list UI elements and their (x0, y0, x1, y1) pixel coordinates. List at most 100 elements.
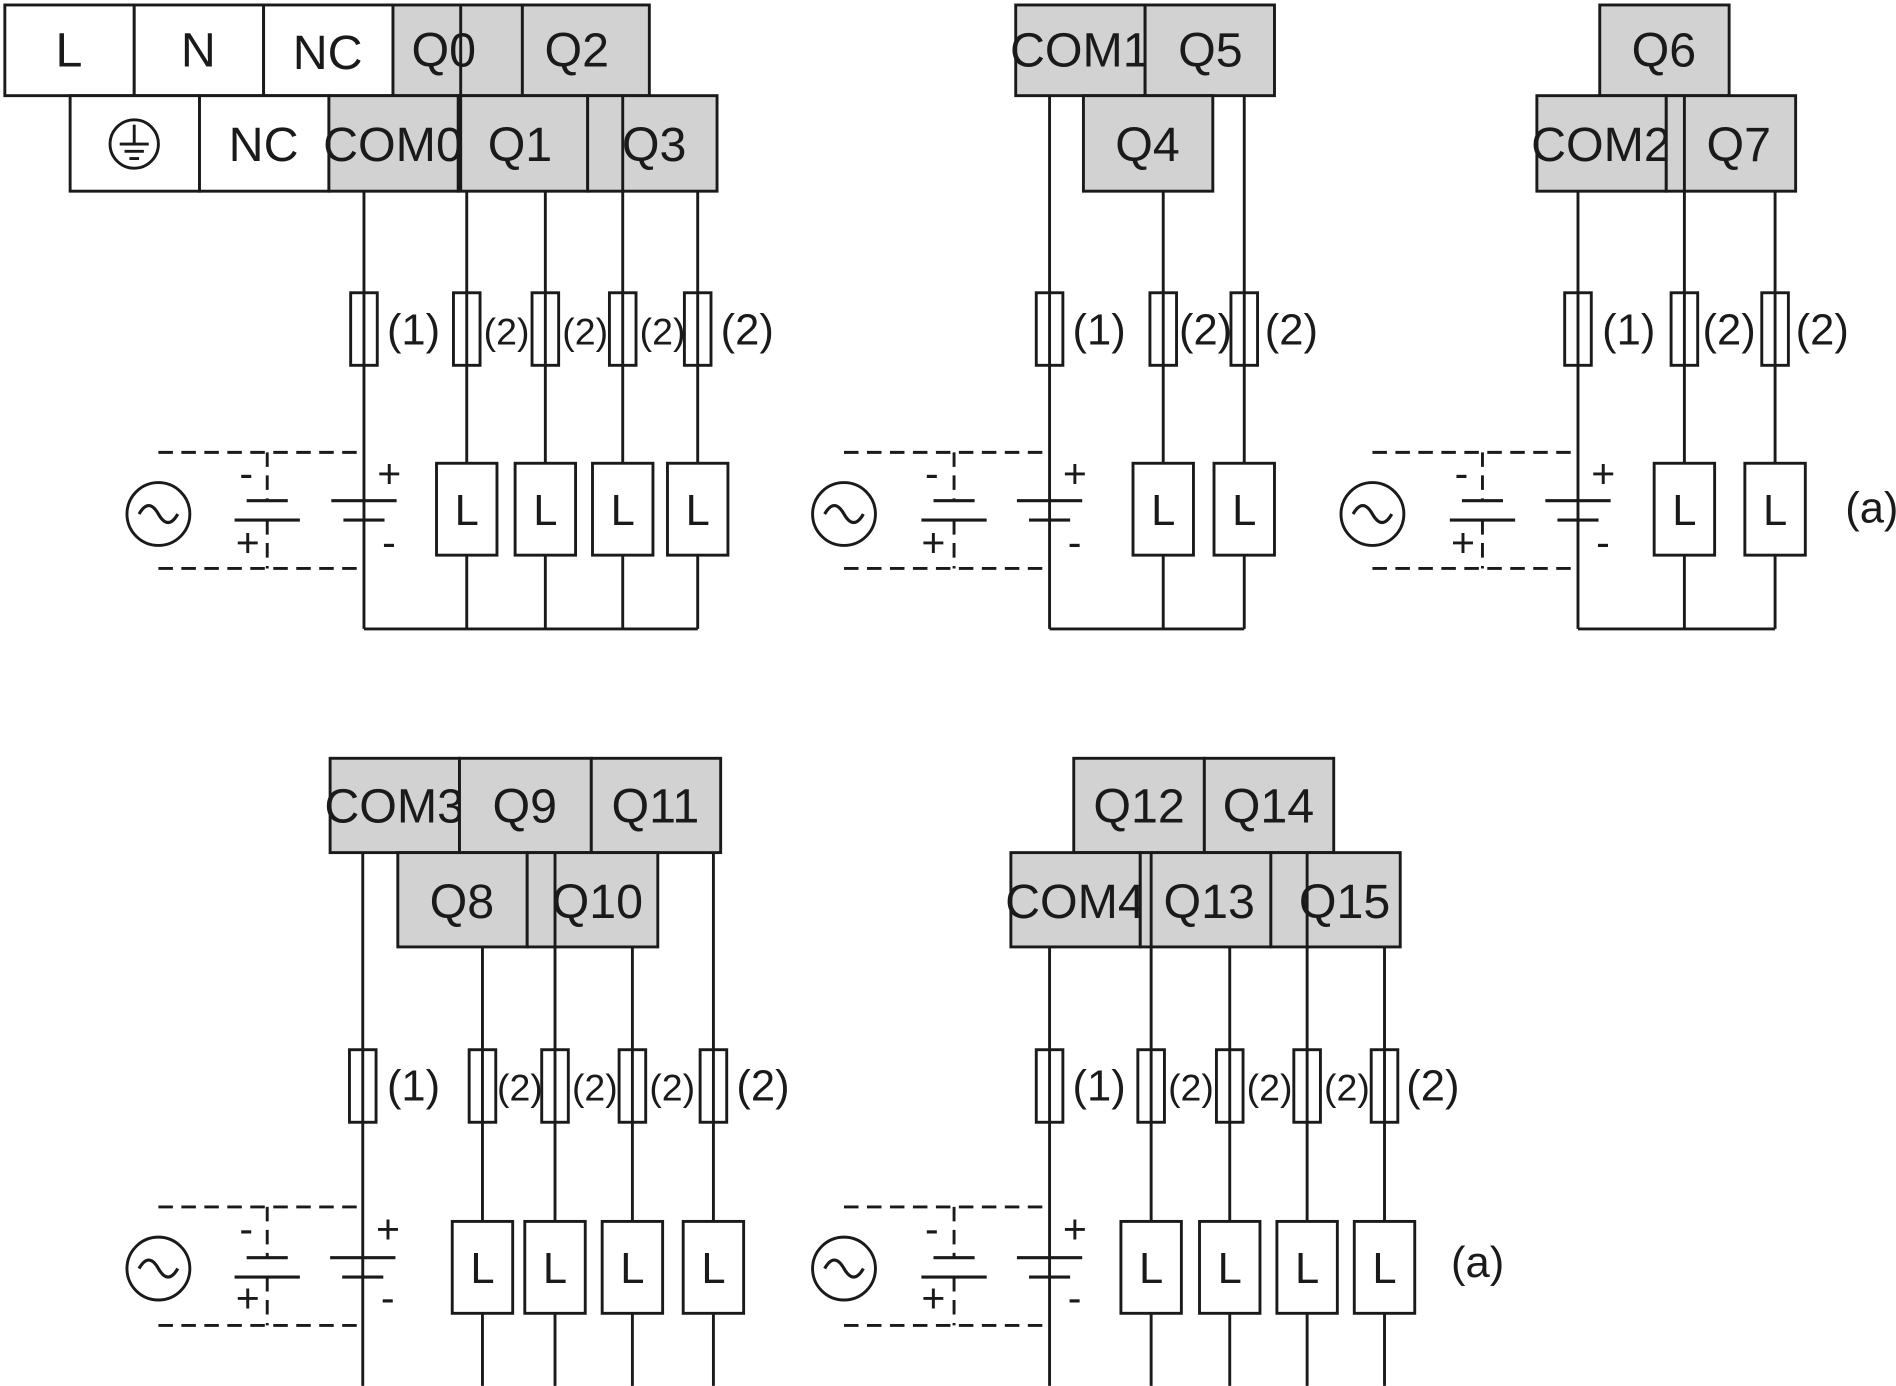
load-icon: L (1652, 461, 1717, 557)
load-label: L (1232, 487, 1256, 535)
load-label: L (701, 1245, 725, 1293)
fuse-icon (1034, 291, 1065, 367)
terminal-Q12: Q12 (1072, 756, 1206, 855)
terminal-label: Q14 (1223, 779, 1314, 833)
fuse-label: (2) (1179, 307, 1232, 355)
terminal-Q7: Q7 (1664, 94, 1798, 193)
load-icon: L (1198, 1219, 1262, 1315)
polarity-sign: - (1596, 519, 1610, 565)
fuse-icon (1136, 1048, 1166, 1124)
fuse-label: (1) (387, 307, 440, 355)
terminal-Q2: Q2 (520, 3, 651, 98)
ac-source-icon (125, 481, 192, 547)
fuse-icon (1214, 1048, 1245, 1124)
terminal-label: Q6 (1632, 24, 1697, 78)
load-label: L (1151, 487, 1175, 535)
ac-source-icon (811, 1235, 877, 1302)
load-label: L (470, 1245, 494, 1293)
load-icon: L (591, 461, 655, 557)
battery-icon (1449, 499, 1516, 522)
load-label: L (620, 1245, 644, 1293)
fuse-label: (2) (736, 1062, 789, 1110)
fuse-icon (1034, 1048, 1065, 1124)
protective-earth-icon (108, 118, 160, 170)
load-icon: L (450, 1219, 515, 1315)
fuse-icon (348, 1048, 378, 1124)
fuse-label: (2) (649, 1066, 695, 1108)
polarity-sign: - (925, 1206, 939, 1252)
load-label: L (1295, 1245, 1319, 1293)
battery-icon (1016, 499, 1083, 522)
polarity-sign: + (236, 519, 260, 565)
load-label: L (1672, 487, 1696, 535)
terminal-Q3: Q3 (586, 94, 719, 193)
fuse-label: (2) (1406, 1062, 1459, 1110)
fuse-icon (1563, 291, 1593, 367)
fuse-label: (2) (721, 307, 774, 355)
fuse-label: (2) (1247, 1066, 1293, 1108)
terminal-N: N (132, 3, 266, 98)
fuse-label: (2) (497, 1066, 543, 1108)
terminal-Q5: Q5 (1143, 3, 1276, 98)
terminal-label: Q8 (430, 875, 495, 929)
battery-icon (1545, 499, 1611, 522)
polarity-sign: + (1451, 519, 1475, 565)
terminal-label: COM2 (1531, 118, 1671, 172)
terminal-label: COM0 (323, 118, 463, 172)
fuse-icon (1369, 1048, 1400, 1124)
load-label: L (1139, 1245, 1163, 1293)
terminal-Q10: Q10 (525, 851, 660, 949)
load-icon: L (681, 1219, 746, 1315)
terminal-Q13: Q13 (1138, 851, 1273, 949)
fuse-label: (1) (1602, 307, 1655, 355)
terminal-Q15: Q15 (1269, 851, 1402, 949)
polarity-sign: + (236, 1275, 260, 1321)
fuse-icon (698, 1048, 729, 1124)
fuse-icon (1669, 291, 1700, 367)
terminal-Q9: Q9 (458, 756, 593, 855)
fuse-icon (530, 291, 561, 367)
load-label: L (455, 487, 479, 535)
polarity-sign: - (381, 1275, 395, 1321)
fuse-label: (2) (572, 1066, 618, 1108)
polarity-sign: - (239, 450, 253, 496)
load-icon: L (1352, 1219, 1417, 1315)
fuse-icon (1229, 291, 1260, 367)
polarity-sign: - (925, 450, 939, 496)
fuse-label: (2) (640, 311, 686, 353)
battery-icon (330, 1256, 396, 1279)
terminal-COM0: COM0 (323, 94, 463, 193)
terminal-COM4: COM4 (1005, 851, 1145, 949)
terminal-label: Q1 (488, 118, 553, 172)
fuse-label: (2) (484, 311, 530, 353)
load-label: L (1763, 487, 1787, 535)
block-4: COM3 Q9 Q11 Q8 Q10 (1) (2) (2) (2) (125, 756, 790, 1386)
load-label: L (686, 487, 710, 535)
fuse-icon (540, 1048, 570, 1124)
polarity-sign: + (1591, 450, 1615, 496)
fuse-icon (617, 1048, 648, 1124)
block-5: Q12 Q14 COM4 Q13 Q15 (1) (2) (2) (2 (811, 756, 1504, 1386)
terminal-Q0: Q0 (391, 3, 524, 98)
load-icon: L (1119, 1219, 1183, 1315)
terminal-label: NC (293, 26, 363, 80)
load-icon: L (435, 461, 499, 557)
terminal-label: Q11 (611, 779, 699, 833)
fuse-label: (2) (1265, 307, 1318, 355)
fuse-icon (467, 1048, 498, 1124)
note-label: (a) (1451, 1239, 1504, 1287)
fuse-label: (2) (1703, 307, 1756, 355)
polarity-sign: - (239, 1206, 253, 1252)
fuse-icon (1292, 1048, 1322, 1124)
load-icon: L (600, 1219, 665, 1315)
battery-icon (234, 1256, 300, 1279)
block-3: Q6 COM2 Q7 (1) (2) (2) L L (1339, 3, 1896, 631)
terminal-Q4: Q4 (1081, 94, 1215, 193)
terminal-label: L (55, 24, 82, 78)
supply-dashed-frame (1372, 450, 1578, 570)
terminal-label: Q5 (1178, 24, 1243, 78)
terminal-Q11: Q11 (589, 756, 723, 855)
supply-dashed-frame (844, 1205, 1050, 1327)
load-label: L (1372, 1245, 1396, 1293)
ac-source-icon (125, 1235, 192, 1302)
